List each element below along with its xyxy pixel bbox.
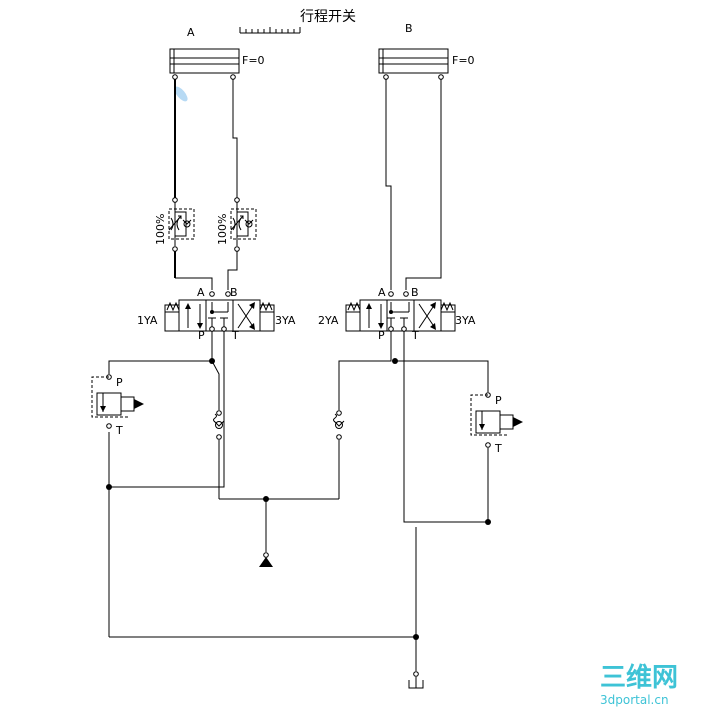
piping-left: [106, 331, 416, 638]
relief-right-port-p: P: [495, 394, 502, 407]
valve-b-port-b: B: [411, 286, 419, 299]
relief-valve-left: P T: [91, 374, 144, 437]
cylinder-a: A F=0: [169, 26, 265, 80]
cylinder-b-force: F=0: [452, 54, 475, 67]
watermark-site: 3dportal.cn: [600, 693, 669, 707]
pump-source: [259, 552, 273, 567]
valve-a-sol-right: 3YA: [275, 314, 296, 327]
valve-a-port-p: P: [198, 329, 205, 342]
throttle-check-valve-a2: 100%: [216, 197, 257, 252]
valve-a-port-a: A: [197, 286, 205, 299]
cylinder-a-label: A: [187, 26, 195, 39]
title: 行程开关: [300, 9, 356, 25]
valve-b-sol-right: 3YA: [455, 314, 476, 327]
relief-left-port-t: T: [115, 424, 123, 437]
check-valve-right: [333, 331, 398, 440]
valve-b-sol-left: 2YA: [318, 314, 339, 327]
cylinder-b: B F=0: [378, 22, 475, 80]
throttle-a1-setting: 100%: [154, 214, 167, 245]
valve-a-port-b: B: [230, 286, 238, 299]
watermark-logo: 三维网: [600, 662, 678, 693]
valve-b-port-t: T: [411, 329, 419, 342]
tank: [408, 527, 424, 689]
valve-b-port-p: P: [378, 329, 385, 342]
directional-valve-a: A B 1YA 3YA: [137, 286, 296, 342]
lines-cylinder-b: [385, 79, 442, 290]
selection-highlight: [174, 86, 188, 102]
valve-a-port-t: T: [231, 329, 239, 342]
relief-right-port-t: T: [494, 442, 502, 455]
valve-a-sol-left: 1YA: [137, 314, 158, 327]
watermark: 三维网 3dportal.cn: [600, 662, 678, 707]
throttle-check-valve-a1: 100%: [154, 197, 195, 252]
lines-cylinder-a: [174, 79, 238, 290]
valve-b-port-a: A: [378, 286, 386, 299]
throttle-a2-setting: 100%: [216, 214, 229, 245]
directional-valve-b: A B 2YA 3YA P T: [318, 286, 476, 342]
limit-switch-scale: [239, 27, 301, 34]
cylinder-b-label: B: [405, 22, 413, 35]
check-valve-left: [213, 410, 225, 440]
cylinder-a-force: F=0: [242, 54, 265, 67]
relief-valve-right: P T: [395, 331, 523, 525]
relief-left-port-p: P: [116, 376, 123, 389]
